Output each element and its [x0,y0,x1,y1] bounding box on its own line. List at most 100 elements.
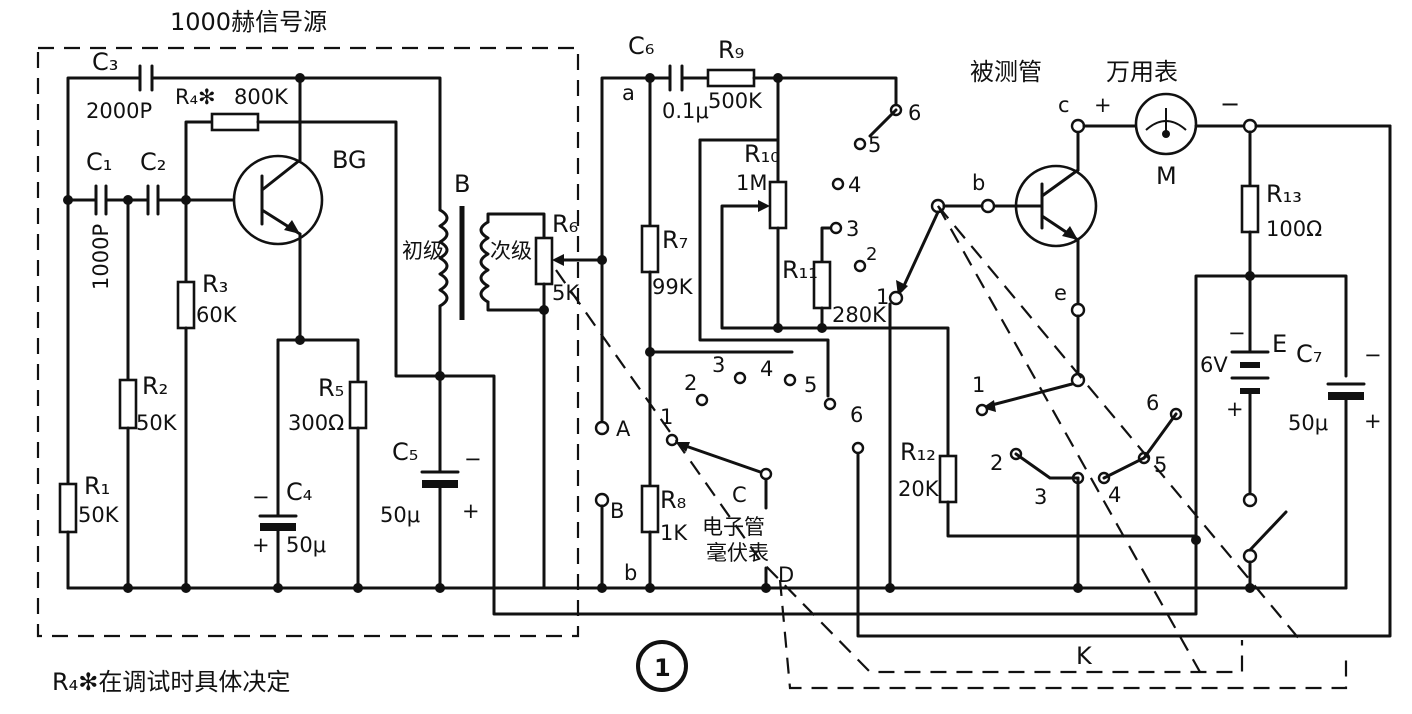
battery-e-plate [1240,388,1260,394]
transformer-secondary-coil [479,220,490,304]
svg-text:3: 3 [846,217,859,241]
terminal-c-label: C [732,483,747,507]
svg-text:−: − [252,485,270,509]
svg-text:2: 2 [866,244,877,265]
figure-number-circle [636,640,688,692]
transistor-bg [232,154,324,246]
r11-value: 280K [832,303,887,327]
resistor-r1 [58,482,78,534]
c5-value: 50μ [380,503,420,527]
r10-label: R₁₀ [744,140,780,168]
battery-e-value: 6V [1200,353,1228,377]
svg-text:3: 3 [1034,485,1047,509]
secondary-label: 次级 [490,239,532,263]
r13-label: R₁₃ [1266,180,1302,208]
r9-label: R₉ [718,36,744,64]
wire [66,76,142,202]
svg-text:4: 4 [760,357,773,381]
resistor-r4 [210,112,260,132]
r10-value: 1M [736,171,767,195]
power-switch-lever [1248,510,1288,552]
base-selector-lever [900,210,940,292]
svg-text:6: 6 [908,101,921,125]
c7-label: C₇ [1296,340,1322,368]
r8-label: R₈ [660,486,686,514]
r7-value: 99K [652,275,694,299]
battery-e-label: E [1272,330,1287,358]
pin-e-label: e [1054,281,1067,305]
r1-label: R₁ [84,472,110,500]
terminal-d-label: D [778,563,794,587]
c2-label: C₂ [140,148,166,176]
c3-value: 2000P [86,99,152,123]
resistor-r12 [938,454,958,504]
switch-k-label: K [1076,642,1093,670]
svg-text:−: − [464,447,482,471]
c7-value: 50μ [1288,411,1328,435]
c4-label: C₄ [286,478,312,506]
svg-text:1: 1 [972,373,985,397]
vtvm-label-1: 电子管 [702,515,765,539]
r4-label: R₄✻ [175,85,216,109]
terminal-a-label: A [616,417,631,441]
r2-label: R₂ [142,372,168,400]
capacitor-c4-plate [260,523,296,531]
r2-value: 50K [136,411,178,435]
svg-text:5: 5 [1154,453,1167,477]
node-a-label: a [622,81,635,105]
r12-label: R₁₂ [900,438,936,466]
svg-text:+: + [462,499,480,523]
resistor-r3 [176,280,196,330]
svg-text:+: + [252,533,270,557]
pin-c-label: c [1058,93,1070,117]
r5-value: 300Ω [288,411,344,435]
svg-text:4: 4 [848,173,861,197]
r1-value: 50K [78,503,120,527]
wire [184,120,214,202]
svg-text:+: + [1364,409,1382,433]
svg-text:−: − [1228,321,1246,345]
signal-source-title: 1000赫信号源 [170,8,327,36]
c5-label: C₅ [392,438,418,466]
potentiometer-r10 [768,180,788,230]
svg-text:−: − [1220,90,1240,118]
svg-text:+: + [1094,93,1112,117]
svg-text:2: 2 [990,451,1003,475]
svg-text:2: 2 [684,371,697,395]
transformer-label: B [454,170,470,198]
signal-source-enclosure [36,46,580,638]
svg-text:4: 4 [1108,483,1121,507]
r5-label: R₅ [318,374,344,402]
node-b-label: b [624,561,637,585]
resistor-r5 [348,380,368,430]
transformer-primary-coil [438,208,449,308]
svg-text:+: + [1226,397,1244,421]
meter-label: M [1156,162,1177,190]
svg-text:6: 6 [1146,391,1159,415]
resistor-r2 [118,378,138,430]
resistor-r7 [640,224,660,274]
potentiometer-r6 [534,236,554,286]
r3-label: R₃ [202,270,228,298]
r7-label: R₇ [662,226,688,254]
figure-number: 1 [654,654,671,682]
c1-value: 1000P [89,224,113,290]
resistor-r13 [1240,184,1260,234]
r13-value: 100Ω [1266,217,1322,241]
svg-text:5: 5 [804,373,817,397]
battery-e-plate [1240,362,1260,368]
resistor-r9 [706,68,756,88]
svg-text:1: 1 [660,405,673,429]
multimeter-label: 万用表 [1106,58,1178,86]
r6-value: 5K [552,281,580,305]
pin-b-label: b [972,171,985,195]
terminal-b-label: B [610,499,624,523]
r12-value: 20K [898,477,940,501]
c1-label: C₁ [86,148,112,176]
r8-value: 1K [660,521,688,545]
svg-text:6: 6 [850,403,863,427]
c3-label: C₃ [92,48,118,76]
vtvm-label-2: 毫伏表 [706,541,769,565]
r3-value: 60K [196,303,238,327]
